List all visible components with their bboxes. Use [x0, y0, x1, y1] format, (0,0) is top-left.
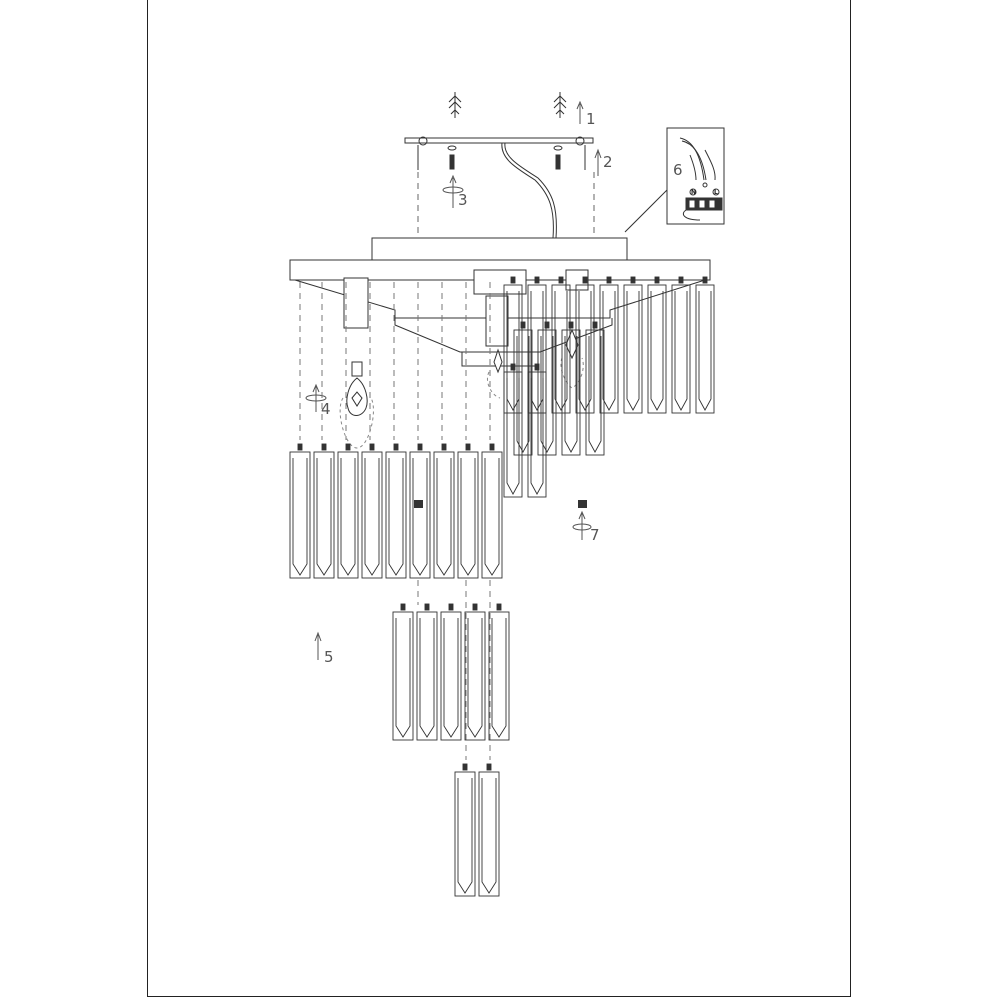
crystal-prism	[385, 443, 407, 579]
page-frame	[147, 0, 851, 997]
crystal-prism	[481, 443, 503, 579]
bulb-icon	[339, 361, 374, 449]
crystal-prism	[488, 603, 510, 741]
crystal-group-upper-right	[503, 276, 715, 414]
crystal-prism	[440, 603, 462, 741]
guide-lines-left	[299, 282, 491, 760]
step-label-5: 5	[324, 648, 334, 666]
crystal-prism	[527, 276, 547, 414]
crystal-group-middle-right	[513, 321, 605, 456]
crystal-prism	[585, 321, 605, 456]
crystal-prism	[599, 276, 619, 414]
arrow-up-icon	[576, 100, 584, 124]
crystal-prism	[416, 603, 438, 741]
crystal-prism	[575, 276, 595, 414]
step-label-2: 2	[603, 153, 613, 171]
crystal-group-left	[289, 443, 503, 579]
arrow-up-icon	[594, 148, 602, 176]
arrow-up-icon	[314, 631, 322, 660]
rotate-icon	[572, 510, 592, 540]
connector-clip-icon	[578, 500, 587, 508]
crystal-prism	[289, 443, 311, 579]
terminal-block-icon	[682, 182, 723, 221]
step-label-4: 4	[321, 400, 331, 418]
crystal-prism	[513, 321, 533, 456]
step-label-3: 3	[458, 191, 468, 209]
crystal-prism	[527, 363, 547, 498]
crystal-prism	[503, 276, 523, 414]
wires-icon	[679, 137, 716, 181]
crystal-group-lower	[392, 603, 510, 741]
crystal-prism	[361, 443, 383, 579]
crystal-prism	[647, 276, 667, 414]
crystal-prism	[313, 443, 335, 579]
step-label-7: 7	[590, 526, 600, 544]
guide-lines-top	[417, 172, 595, 238]
live-label: L	[714, 189, 718, 196]
crystal-prism	[671, 276, 691, 414]
crystal-group-bottom	[454, 763, 500, 897]
wiring-callout	[624, 127, 725, 233]
connector-clip-icon	[414, 500, 423, 508]
crystal-prism	[623, 276, 643, 414]
crystal-prism	[551, 276, 571, 414]
step-label-6: 6	[673, 161, 683, 179]
crystal-prism	[478, 763, 500, 897]
crystal-prism	[537, 321, 557, 456]
crystal-prism	[392, 603, 414, 741]
step-label-1: 1	[586, 110, 596, 128]
rotate-icon	[305, 383, 327, 412]
crystal-prism	[433, 443, 455, 579]
crystal-prism	[561, 321, 581, 456]
crystal-prism	[454, 763, 476, 897]
crystal-group-inner-right	[503, 363, 547, 498]
crystal-prism	[464, 603, 486, 741]
neutral-label: N	[691, 189, 696, 196]
wall-anchor-left	[448, 92, 462, 118]
crystal-prism	[337, 443, 359, 579]
bulb-icon	[486, 348, 503, 399]
crystal-prism	[409, 443, 431, 579]
crystal-prism	[457, 443, 479, 579]
crystal-prism	[695, 276, 715, 414]
wall-anchor-right	[553, 92, 567, 118]
rotate-icon	[442, 174, 464, 208]
crystal-prism	[503, 363, 523, 498]
mounting-bar	[404, 136, 594, 239]
chandelier-frame	[289, 259, 711, 367]
ceiling-canopy	[371, 237, 628, 261]
